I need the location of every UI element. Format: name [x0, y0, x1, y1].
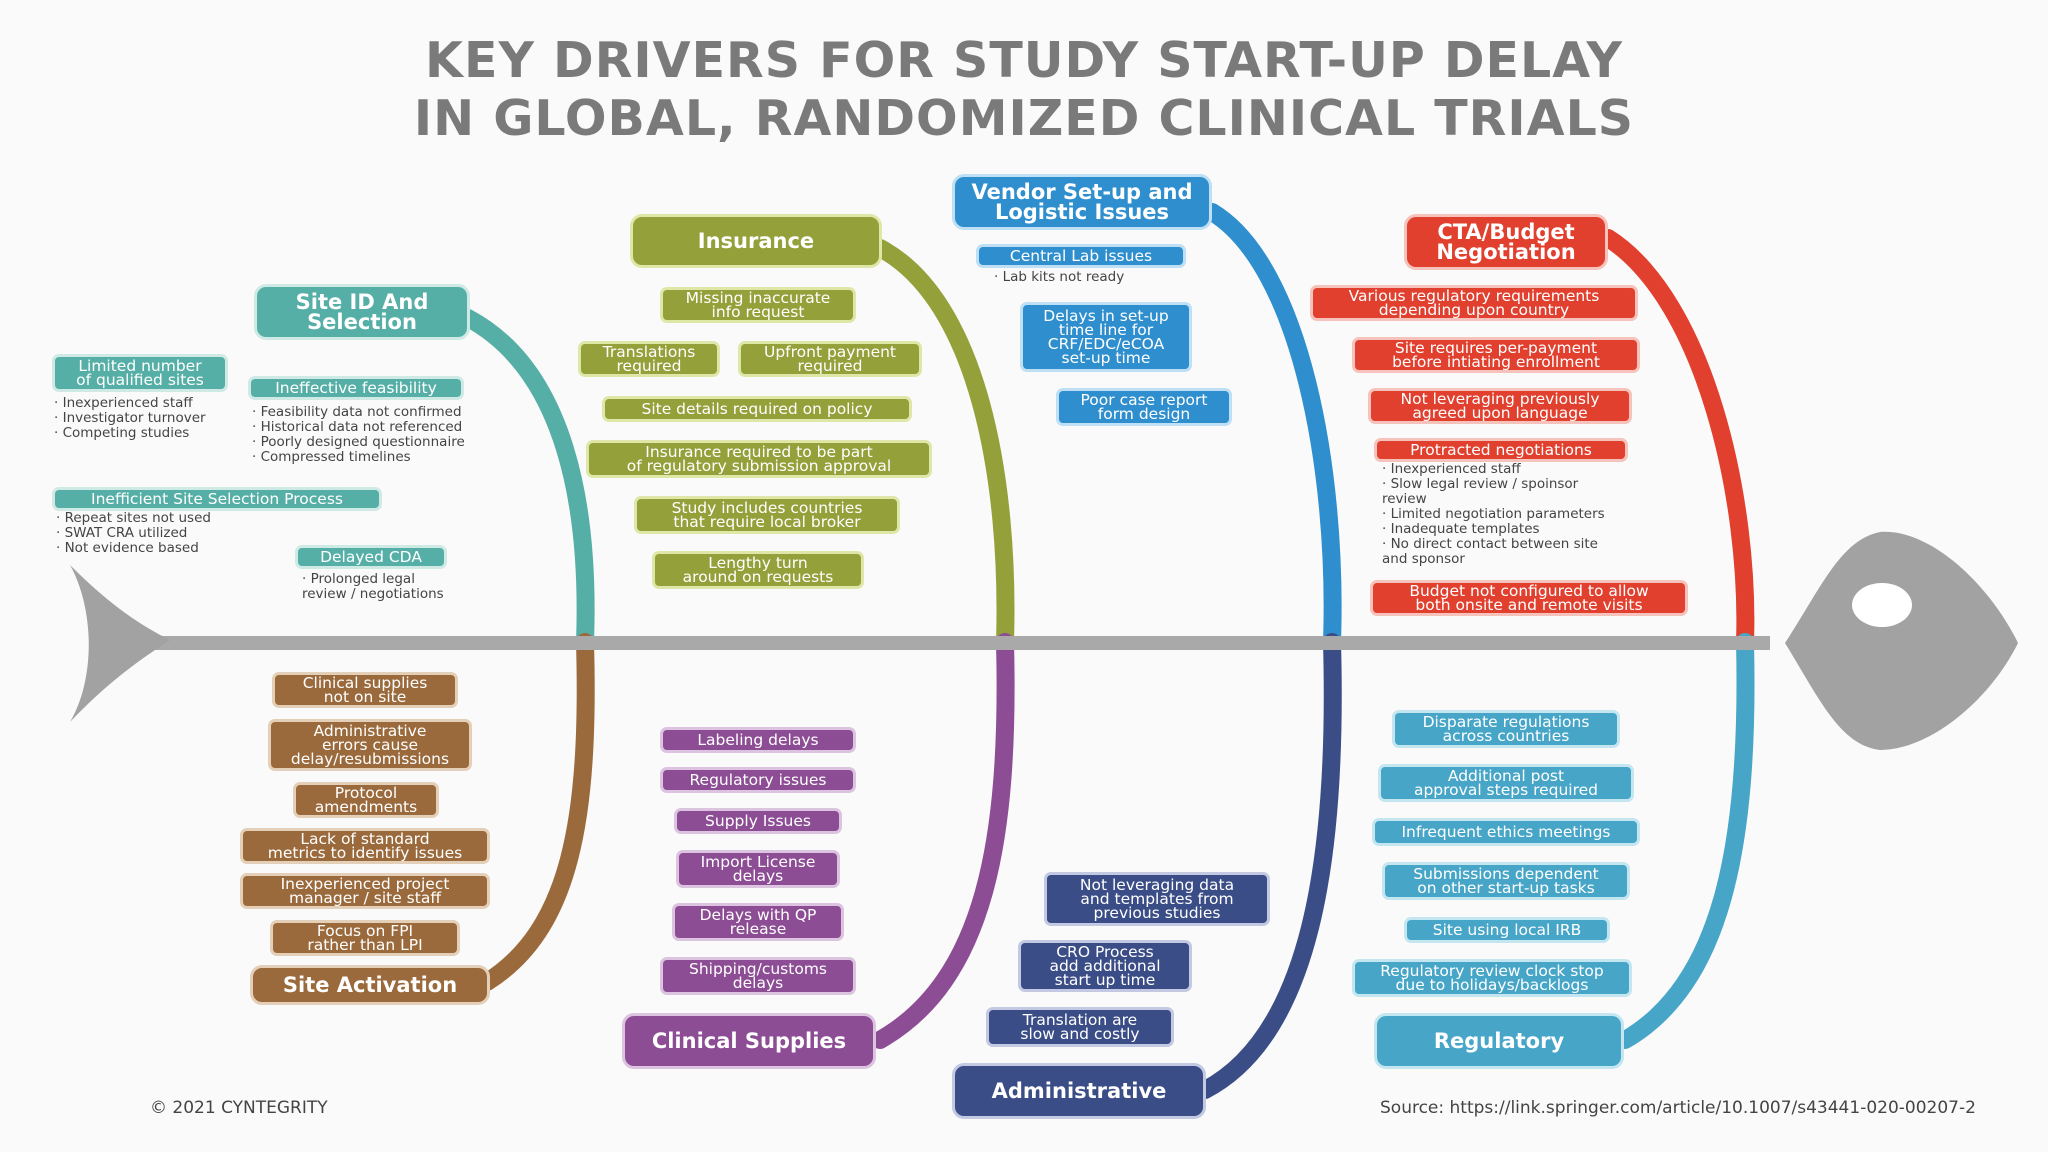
clinical-supplies-item-4: Import License delays	[676, 850, 840, 888]
limited-sites-notes: · Inexperienced staff · Investigator tur…	[54, 395, 206, 441]
regulatory-item-5: Site using local IRB	[1404, 917, 1610, 943]
delayed-cda-box: Delayed CDA	[295, 545, 447, 569]
administrative-header: Administrative	[952, 1063, 1206, 1119]
central-lab-notes: · Lab kits not ready	[994, 269, 1125, 285]
administrative-item-3: Translation are slow and costly	[986, 1007, 1174, 1047]
cta-header: CTA/Budget Negotiation	[1404, 214, 1608, 270]
insurance-item-3: Upfront payment required	[738, 341, 922, 377]
bone-regulatory	[1616, 633, 1755, 1049]
site-activation-header: Site Activation	[250, 965, 490, 1005]
limited-sites-box: Limited number of qualified sites	[52, 354, 228, 392]
bone-cta	[1599, 229, 1755, 651]
inefficient-selection-notes: · Repeat sites not used · SWAT CRA utili…	[56, 510, 211, 556]
fish-spine	[150, 636, 1770, 650]
site-activation-item-3: Protocol amendments	[293, 782, 439, 818]
cta-item-1: Various regulatory requirements dependin…	[1310, 285, 1638, 321]
site-id-header: Site ID And Selection	[254, 284, 470, 340]
inefficient-selection-box: Inefficient Site Selection Process	[52, 487, 382, 511]
source-citation: Source: https://link.springer.com/articl…	[1380, 1098, 1976, 1118]
title-line-2: IN GLOBAL, RANDOMIZED CLINICAL TRIALS	[413, 90, 1635, 147]
copyright: © 2021 CYNTEGRITY	[150, 1098, 328, 1118]
insurance-item-1: Missing inaccurate info request	[660, 287, 856, 323]
bone-clinical-supplies	[871, 633, 1015, 1049]
clinical-supplies-item-6: Shipping/customs delays	[660, 957, 856, 995]
bone-site-activation	[478, 633, 595, 991]
insurance-item-4: Site details required on policy	[602, 396, 912, 422]
fish-head	[1785, 531, 2018, 750]
administrative-item-2: CRO Process add additional start up time	[1018, 940, 1192, 992]
site-activation-item-2: Administrative errors cause delay/resubm…	[268, 719, 472, 771]
clinical-supplies-item-5: Delays with QP release	[672, 903, 844, 941]
clinical-supplies-item-1: Labeling delays	[660, 727, 856, 753]
regulatory-item-3: Infrequent ethics meetings	[1372, 818, 1640, 846]
insurance-item-5: Insurance required to be part of regulat…	[586, 440, 932, 478]
administrative-item-1: Not leveraging data and templates from p…	[1044, 872, 1270, 926]
ineffective-feasibility-notes: · Feasibility data not confirmed · Histo…	[252, 404, 465, 465]
vendor-delays-box: Delays in set-up time line for CRF/EDC/e…	[1020, 302, 1192, 372]
insurance-header: Insurance	[630, 214, 882, 268]
fish-tail	[70, 565, 170, 722]
cta-item-2: Site requires per-payment before intiati…	[1352, 337, 1640, 373]
delayed-cda-notes: · Prolonged legal review / negotiations	[302, 571, 444, 602]
protracted-negotiations-notes: · Inexperienced staff · Slow legal revie…	[1382, 461, 1605, 567]
cta-item-3: Not leveraging previously agreed upon la…	[1368, 388, 1632, 424]
regulatory-header: Regulatory	[1374, 1013, 1624, 1069]
insurance-item-6: Study includes countries that require lo…	[634, 496, 900, 534]
vendor-header: Vendor Set-up and Logistic Issues	[952, 174, 1212, 230]
cta-item-4: Protracted negotiations	[1374, 438, 1628, 462]
site-activation-item-4: Lack of standard metrics to identify iss…	[240, 828, 490, 864]
insurance-item-2: Translations required	[578, 341, 720, 377]
clinical-supplies-header: Clinical Supplies	[622, 1013, 876, 1069]
site-activation-item-6: Focus on FPI rather than LPI	[270, 920, 460, 956]
clinical-supplies-item-3: Supply Issues	[674, 808, 842, 834]
clinical-supplies-item-2: Regulatory issues	[660, 767, 856, 793]
poor-crf-box: Poor case report form design	[1056, 388, 1232, 426]
central-lab-box: Central Lab issues	[976, 244, 1186, 268]
bone-administrative	[1196, 633, 1342, 1099]
regulatory-item-6: Regulatory review clock stop due to holi…	[1352, 959, 1632, 997]
insurance-item-7: Lengthy turn around on requests	[652, 551, 864, 589]
title-line-1: KEY DRIVERS FOR STUDY START-UP DELAY	[425, 32, 1623, 89]
bone-site-id	[459, 309, 595, 651]
site-activation-item-5: Inexperienced project manager / site sta…	[240, 873, 490, 909]
ineffective-feasibility-box: Ineffective feasibility	[248, 376, 464, 400]
cta-item-5: Budget not configured to allow both onsi…	[1370, 580, 1688, 616]
fish-eye	[1852, 583, 1912, 627]
bone-insurance	[871, 239, 1015, 651]
bone-vendor	[1203, 203, 1342, 651]
regulatory-item-4: Submissions dependent on other start-up …	[1382, 862, 1630, 900]
regulatory-item-2: Additional post approval steps required	[1378, 764, 1634, 802]
site-activation-item-1: Clinical supplies not on site	[272, 672, 458, 708]
regulatory-item-1: Disparate regulations across countries	[1392, 710, 1620, 748]
